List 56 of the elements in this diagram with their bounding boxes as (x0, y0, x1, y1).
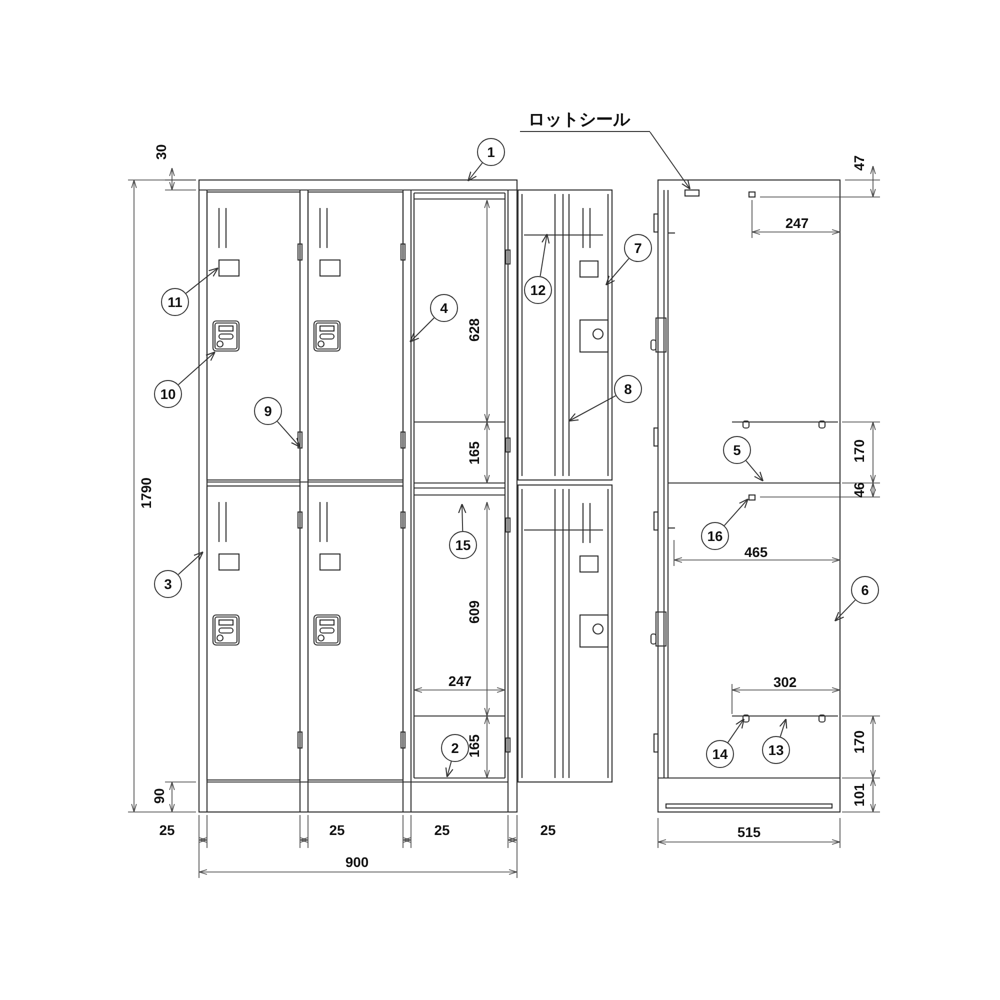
dimension-value: 302 (773, 674, 797, 690)
dimension-value: 247 (785, 215, 809, 231)
dimension-value: 101 (851, 783, 867, 807)
callout-number: 2 (441, 734, 469, 762)
dimension-value: 25 (434, 822, 450, 838)
callout-number: 15 (449, 531, 477, 559)
callout-number: 13 (762, 736, 790, 764)
callout-number: 4 (430, 294, 458, 322)
dimension-value: 47 (851, 155, 867, 171)
dimension-value: 515 (737, 824, 761, 840)
leader-line (727, 718, 745, 743)
leader-line (779, 718, 788, 738)
leader-line (185, 267, 219, 294)
dimension-value: 165 (466, 441, 482, 465)
dimension-value: 90 (151, 788, 167, 804)
dimension-value: 25 (329, 822, 345, 838)
callout-number: 3 (154, 570, 182, 598)
leader-line (650, 132, 691, 190)
dimension-value: 46 (851, 482, 867, 498)
leader-line (178, 351, 216, 386)
dimension-value: 609 (466, 600, 482, 624)
dimension-value: 165 (466, 734, 482, 758)
callout-number: 9 (254, 397, 282, 425)
callout-number: 1 (477, 138, 505, 166)
leader-line (458, 503, 466, 532)
callout-number: 11 (161, 288, 189, 316)
callout-number: 10 (154, 380, 182, 408)
leader-line (276, 420, 301, 448)
callout-number: 7 (624, 234, 652, 262)
leader-line (467, 162, 483, 182)
dimension-value: 170 (851, 730, 867, 754)
callout-number: 8 (614, 375, 642, 403)
leader-line (605, 258, 630, 286)
dimension-value: 465 (744, 544, 768, 560)
dimension-value: 170 (851, 439, 867, 463)
callout-number: 14 (706, 740, 734, 768)
callout-number: 6 (851, 576, 879, 604)
dimension-value: 900 (345, 854, 369, 870)
leader-line (568, 395, 616, 422)
dimension-value: 25 (540, 822, 556, 838)
leader-line (540, 233, 550, 277)
callout-number: 16 (701, 522, 729, 550)
leader-line (445, 761, 454, 778)
leader-line (409, 317, 435, 343)
callout-number: 12 (524, 276, 552, 304)
callout-label: ロットシール (520, 110, 650, 132)
dimension-value: 628 (466, 318, 482, 342)
dimension-value: 1790 (138, 477, 154, 509)
leader-line (724, 498, 749, 526)
dimension-value: 25 (159, 822, 175, 838)
leader-line (834, 600, 856, 622)
dimension-value: 30 (153, 144, 169, 160)
callout-number: 5 (723, 436, 751, 464)
dimension-value: 247 (448, 673, 472, 689)
leader-line (746, 460, 764, 482)
leader-line (178, 551, 204, 576)
